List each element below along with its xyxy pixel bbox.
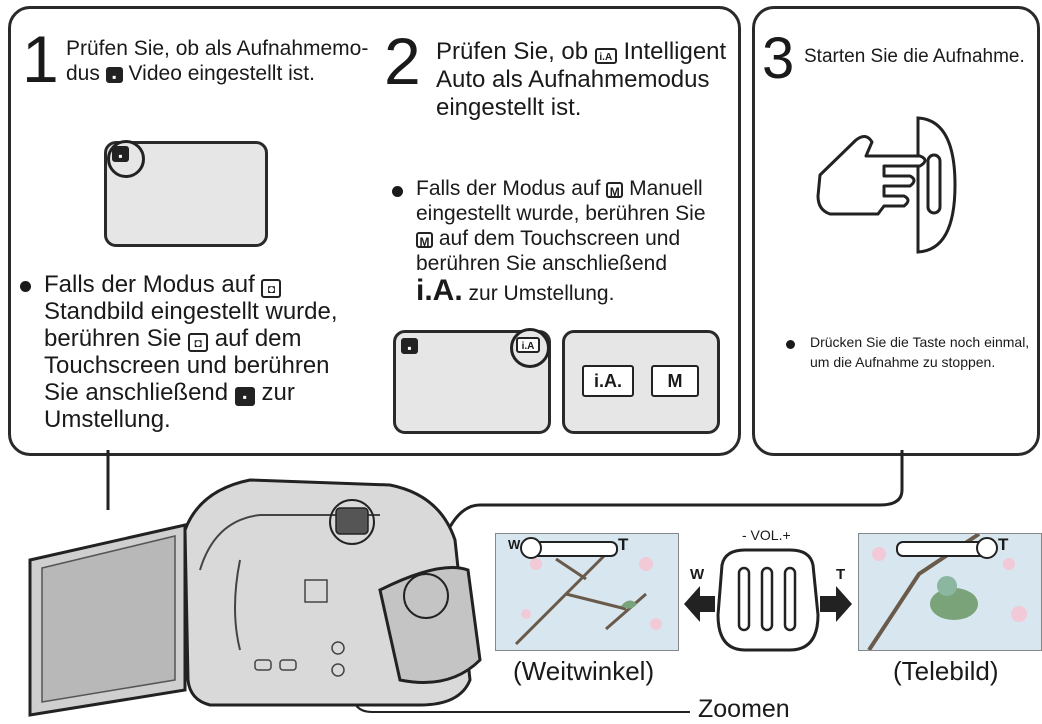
step-2-note-l3: M auf dem Touchscreen und bbox=[416, 226, 680, 251]
step-1-text-line2: dus ▪ Video eingestellt ist. bbox=[66, 61, 315, 86]
step-3-note-l1: Drücken Sie die Taste noch einmal, bbox=[810, 334, 1030, 350]
video-mode-icon: ▪ bbox=[234, 387, 255, 406]
step-3-note-l2: um die Aufnahme zu stoppen. bbox=[810, 354, 996, 370]
step-3-panel bbox=[752, 6, 1040, 456]
intelligent-auto-icon: i.A bbox=[516, 337, 540, 353]
telephoto-caption: (Telebild) bbox=[893, 656, 999, 686]
zoom-indicator-wide bbox=[520, 537, 542, 559]
step-2-number: 2 bbox=[384, 24, 421, 98]
intelligent-auto-icon: i.A bbox=[594, 48, 617, 64]
lever-w-label: W bbox=[690, 566, 705, 583]
note-text: zur Umstellung. bbox=[468, 282, 615, 305]
bullet bbox=[20, 281, 31, 292]
step-1-number: 1 bbox=[22, 22, 59, 96]
zoom-w-mark: W bbox=[508, 537, 521, 552]
lever-t-label: T bbox=[836, 566, 846, 583]
step-3-number: 3 bbox=[762, 26, 795, 91]
manual-icon: M bbox=[416, 232, 433, 249]
step-1-note-l1: Falls der Modus auf ◘ bbox=[44, 271, 282, 298]
zoom-t-mark: T bbox=[618, 535, 629, 554]
note-text: Manuell bbox=[629, 177, 703, 200]
step-2-note-l2: eingestellt wurde, berühren Sie bbox=[416, 202, 706, 225]
step-2-text-line2: Auto als Aufnahmemodus bbox=[436, 66, 710, 93]
video-mode-icon: ▪ bbox=[105, 67, 123, 84]
note-text: auf dem bbox=[214, 325, 302, 352]
manual-button[interactable]: M bbox=[651, 365, 699, 397]
step-3-title: Starten Sie die Aufnahme. bbox=[804, 46, 1025, 67]
step-text: Prüfen Sie, ob bbox=[436, 38, 589, 65]
note-text: zur bbox=[261, 379, 295, 406]
manual-icon: M bbox=[606, 182, 624, 199]
step-2-text-line3: eingestellt ist. bbox=[436, 94, 582, 121]
photo-mode-icon: ◘ bbox=[188, 333, 209, 352]
step-1-note-l5: Sie anschließend ▪ zur bbox=[44, 379, 295, 406]
step-1-text-line1: Prüfen Sie, ob als Aufnahmemo- bbox=[66, 37, 369, 60]
note-text: Falls der Modus auf bbox=[44, 271, 255, 298]
ia-label: i.A. bbox=[416, 274, 463, 307]
photo-mode-icon: ◘ bbox=[261, 279, 282, 298]
note-text: Sie anschließend bbox=[44, 379, 229, 406]
bullet bbox=[786, 340, 795, 349]
video-mode-icon: ▪ bbox=[112, 146, 129, 163]
video-mode-icon: ▪ bbox=[401, 338, 418, 355]
step-1-dus: dus bbox=[66, 62, 100, 85]
zoom-indicator-tele bbox=[976, 537, 998, 559]
step-2-note-l5: i.A. zur Umstellung. bbox=[416, 276, 615, 306]
tree-illustration bbox=[514, 552, 662, 646]
note-text: berühren Sie bbox=[44, 325, 182, 352]
bird-illustration bbox=[867, 534, 1027, 650]
intelligent-auto-button[interactable]: i.A. bbox=[582, 365, 634, 397]
bullet bbox=[392, 186, 403, 197]
step-1-note-l3: berühren Sie ◘ auf dem bbox=[44, 325, 302, 352]
wide-angle-caption: (Weitwinkel) bbox=[513, 656, 655, 686]
zoom-t-mark-tele: T bbox=[998, 535, 1009, 554]
note-text: Falls der Modus auf bbox=[416, 177, 601, 200]
step-1-note-l6: Umstellung. bbox=[44, 406, 171, 433]
step-2-text-line1: Prüfen Sie, ob i.A Intelligent bbox=[436, 38, 726, 65]
step-1-video-text: Video eingestellt ist. bbox=[128, 62, 315, 85]
step-1-note-l2: Standbild eingestellt wurde, bbox=[44, 298, 338, 325]
step-text: Intelligent bbox=[623, 38, 727, 65]
note-text: auf dem Touchscreen und bbox=[438, 227, 681, 250]
step-2-note-l4: berühren Sie anschließend bbox=[416, 252, 667, 275]
vol-label: - VOL.+ bbox=[742, 527, 791, 543]
zoom-label: Zoomen bbox=[698, 695, 790, 723]
step-1-note-l4: Touchscreen und berühren bbox=[44, 352, 330, 379]
step-2-note-l1: Falls der Modus auf M Manuell bbox=[416, 176, 703, 201]
